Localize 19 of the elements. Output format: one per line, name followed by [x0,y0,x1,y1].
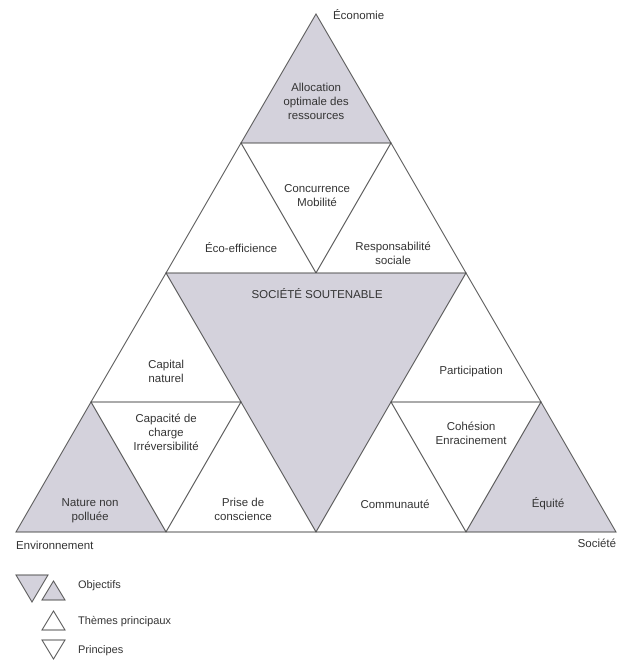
legend-label: Thèmes principaux [78,615,171,627]
triangle-label: SOCIÉTÉ SOUTENABLE [250,288,384,302]
triangle-label: Cohésion Enracinement [434,420,508,448]
triangle-label: Concurrence Mobilité [283,182,351,210]
triangle-label: Communauté [359,498,431,512]
corner-label: Économie [333,10,384,22]
triangle-label: Capacité de charge Irréversibilité [132,412,200,454]
triangle-label: Capital naturel [147,358,185,386]
triangle-label: Nature non polluée [60,496,120,524]
triangle-label: Allocation optimale des ressources [282,81,350,123]
corner-label: Environnement [16,540,94,552]
legend-label: Principes [78,644,124,656]
triangle-label: Responsabilité sociale [354,240,432,268]
triangle-label: Éco-efficience [204,242,278,256]
triangle-label: Participation [438,364,504,378]
corner-label: Société [578,538,616,550]
legend-label: Objectifs [78,579,121,591]
triangle-label: Équité [530,497,566,511]
triangle-label: Prise de conscience [213,496,273,524]
